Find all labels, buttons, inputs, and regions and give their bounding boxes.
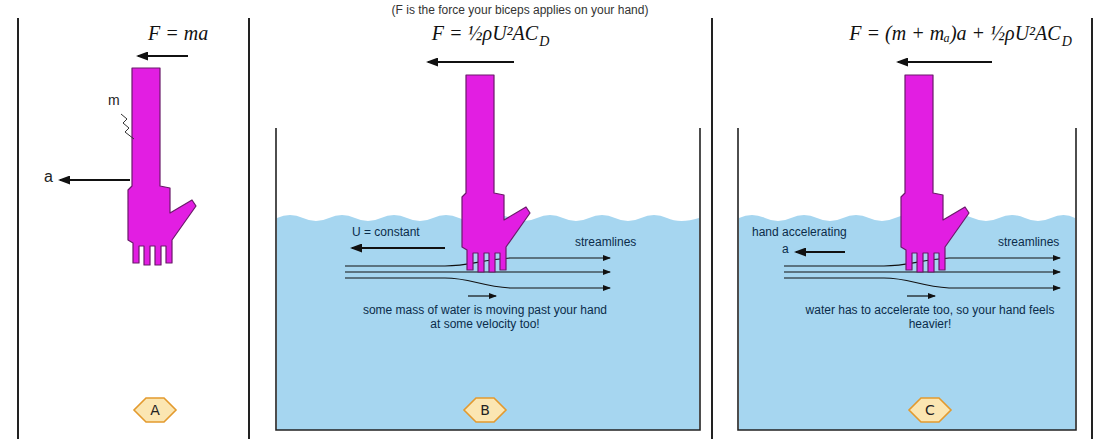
water-arrow [468, 295, 935, 296]
formula: F = (m + mₐ)a + ½ρU²AC [849, 22, 1060, 45]
panel-letter: C [925, 402, 935, 418]
hand [901, 75, 969, 272]
streamline [345, 258, 1060, 288]
motion-label: hand accelerating [752, 226, 847, 240]
note: water has to accelerate too, so your han… [805, 304, 1055, 332]
hexagon [909, 398, 951, 422]
hexagon [464, 398, 506, 422]
streamline-label: streamlines [998, 236, 1059, 250]
acceleration-label: a [782, 243, 789, 257]
hand [462, 75, 530, 272]
leader-line [121, 114, 134, 139]
formula-subscript: D [1062, 34, 1072, 50]
panel-letter: B [480, 402, 490, 418]
note-title: (F is the force your biceps applies on y… [392, 4, 649, 18]
streamline-label: streamlines [575, 236, 636, 250]
panel-badge: A [133, 397, 177, 423]
panel-letter: A [150, 402, 160, 418]
formula-subscript: D [539, 34, 549, 50]
motion-arrow [60, 180, 845, 252]
panel-badge: C [908, 397, 952, 423]
force-arrow [138, 56, 992, 62]
formula: F = ma [148, 22, 208, 45]
acceleration-label: a [44, 168, 53, 186]
panel-divider [18, 18, 1092, 439]
water-tank [276, 128, 1076, 430]
hexagon [134, 398, 176, 422]
hand [128, 68, 196, 265]
note: some mass of water is moving past your h… [360, 304, 610, 332]
velocity-label: U = constant [352, 226, 420, 240]
mass-label: m [108, 92, 120, 108]
panel-badge: B [463, 397, 507, 423]
formula: F = ½ρU²AC [432, 22, 538, 45]
